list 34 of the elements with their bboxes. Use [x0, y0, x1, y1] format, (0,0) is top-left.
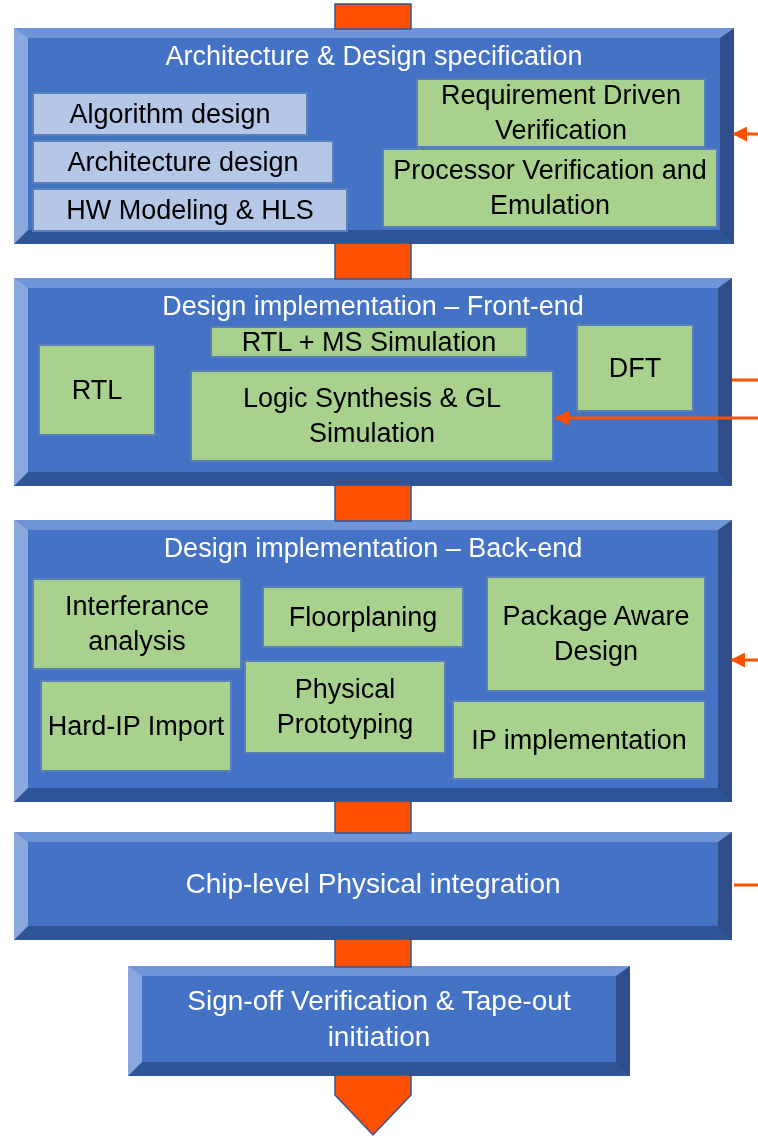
task-box: Package Aware Design	[486, 576, 706, 692]
task-box: IP implementation	[452, 700, 706, 780]
stage-title: Architecture & Design specification	[164, 40, 584, 73]
task-box: Floorplaning	[262, 586, 464, 648]
arrow	[732, 126, 758, 142]
flow-bar	[334, 938, 412, 968]
flow-bar	[334, 3, 412, 30]
arrow	[554, 410, 758, 426]
stage-title: Design implementation – Back-end	[162, 532, 584, 565]
stage-box: Sign-off Verification & Tape-out initiation	[128, 966, 630, 1076]
task-box: Interferance analysis	[32, 578, 242, 670]
flow-bar	[334, 242, 412, 280]
task-box: RTL	[38, 344, 156, 436]
task-box: Logic Synthesis & GL Simulation	[190, 370, 554, 462]
connector-line	[732, 378, 758, 382]
stage-panel	[14, 278, 732, 486]
task-box: HW Modeling & HLS	[32, 188, 348, 232]
flow-bar	[334, 484, 412, 522]
task-box: DFT	[576, 324, 694, 412]
stage-panel	[14, 28, 734, 244]
stage-panel	[14, 520, 732, 802]
task-box: Processor Verification and Emulation	[382, 148, 718, 228]
task-box: Requirement Driven Verification	[416, 78, 706, 148]
task-box: RTL + MS Simulation	[210, 326, 528, 358]
arrow	[730, 652, 758, 668]
stage-box: Chip-level Physical integration	[14, 832, 732, 940]
task-box: Hard-IP Import	[40, 680, 232, 772]
task-box: Architecture design	[32, 140, 334, 184]
stage-title: Design implementation – Front-end	[161, 290, 585, 323]
connector-line	[734, 883, 758, 887]
flow-arrow	[334, 1074, 412, 1137]
flow-bar	[334, 800, 412, 834]
task-box: Algorithm design	[32, 92, 308, 136]
task-box: Physical Prototyping	[244, 660, 446, 754]
